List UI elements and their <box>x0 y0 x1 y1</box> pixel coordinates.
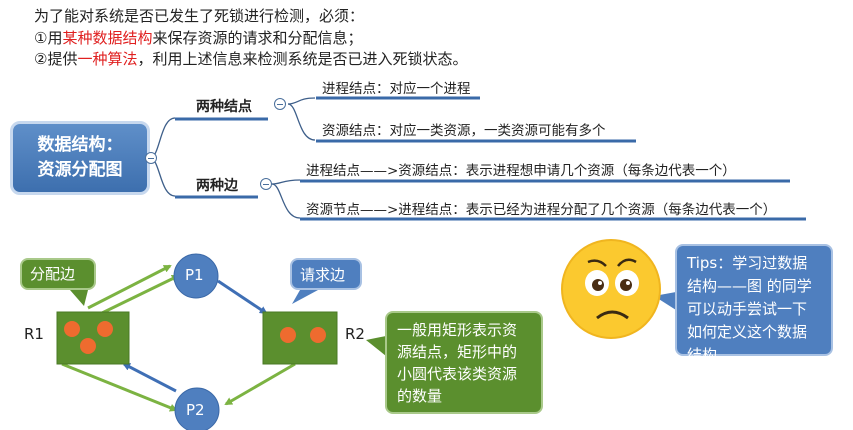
callout-resource-description: 一般用矩形表示资源结点，矩形中的小圆代表该类资源的数量 <box>385 311 543 414</box>
callout-desc-tail <box>366 336 386 356</box>
callout-tips: Tips：学习过数据结构——图 的同学可以动手尝试一下如何定义这个数据结构 <box>675 244 833 364</box>
connector-branch1-leaf1 <box>287 97 316 105</box>
intro-line-2-suffix: 来保存资源的请求和分配信息； <box>152 29 363 47</box>
collapse-branch1-icon[interactable] <box>274 98 286 110</box>
label-r2: R2 <box>345 325 365 343</box>
label-p2: P2 <box>186 401 205 419</box>
callout-request-edge: 请求边 <box>290 258 362 290</box>
intro-line-2: ①用某种数据结构来保存资源的请求和分配信息； <box>34 28 362 49</box>
connector-branch2-leaf3 <box>271 179 301 185</box>
resource-r2-unit-2 <box>310 327 326 343</box>
edge-r1-p2 <box>61 362 178 412</box>
intro-highlight-algorithm: 一种算法 <box>77 50 138 68</box>
process-p2-circle <box>174 387 220 430</box>
resource-r1-rect <box>56 311 130 365</box>
callout-alloc-tail <box>70 290 88 306</box>
intro-line-1: 为了能对系统是否已发生了死锁进行检测，必须： <box>34 7 365 25</box>
thinking-face-icon <box>561 239 661 339</box>
mindmap-root: 数据结构： 资源分配图 <box>10 121 150 195</box>
intro-line-3: ②提供一种算法，利用上述信息来检测系统是否已进入死锁状态。 <box>34 49 467 70</box>
collapse-branch2-icon[interactable] <box>260 178 272 190</box>
intro-line-3-prefix: ②提供 <box>34 50 78 68</box>
leaf-resource-node: 资源结点：对应一类资源，一类资源可能有多个 <box>322 123 606 139</box>
callout-allocation-edge: 分配边 <box>20 258 96 290</box>
leaf-request-edge: 进程结点——>资源结点：表示进程想申请几个资源（每条边代表一个） <box>306 163 736 179</box>
collapse-root-icon[interactable] <box>145 152 157 164</box>
intro-line-2-prefix: ①用 <box>34 29 63 47</box>
resource-r2-unit-1 <box>280 327 296 343</box>
process-p1-circle <box>173 253 219 299</box>
label-p1: P1 <box>185 266 204 284</box>
resource-r1-unit-3 <box>80 338 96 354</box>
resource-r2-rect <box>262 311 338 365</box>
root-line-1: 数据结构： <box>37 135 123 155</box>
edge-r1-p1-b <box>101 274 180 315</box>
resource-r1-unit-2 <box>97 321 113 337</box>
edge-r2-p2 <box>224 362 296 406</box>
connector-branch1-leaf2 <box>287 103 316 141</box>
connector-branch2-leaf4 <box>271 183 301 219</box>
edge-p2-r1 <box>122 362 177 393</box>
resource-r1-unit-1 <box>64 321 80 337</box>
intro-highlight-data-structure: 某种数据结构 <box>62 29 153 47</box>
branch-edge-types: 两种边 <box>196 178 238 194</box>
root-line-2: 资源分配图 <box>37 160 123 180</box>
label-r1: R1 <box>24 325 44 343</box>
edge-p1-r2 <box>217 279 268 315</box>
branch-node-types: 两种结点 <box>196 99 252 115</box>
edge-r1-p1-a <box>87 264 172 310</box>
intro-line-3-suffix: ，利用上述信息来检测系统是否已进入死锁状态。 <box>137 50 468 68</box>
callout-request-tail <box>292 290 318 304</box>
leaf-process-node: 进程结点：对应一个进程 <box>322 81 471 97</box>
leaf-assignment-edge: 资源节点——>进程结点：表示已经为进程分配了几个资源（每条边代表一个） <box>306 202 777 218</box>
